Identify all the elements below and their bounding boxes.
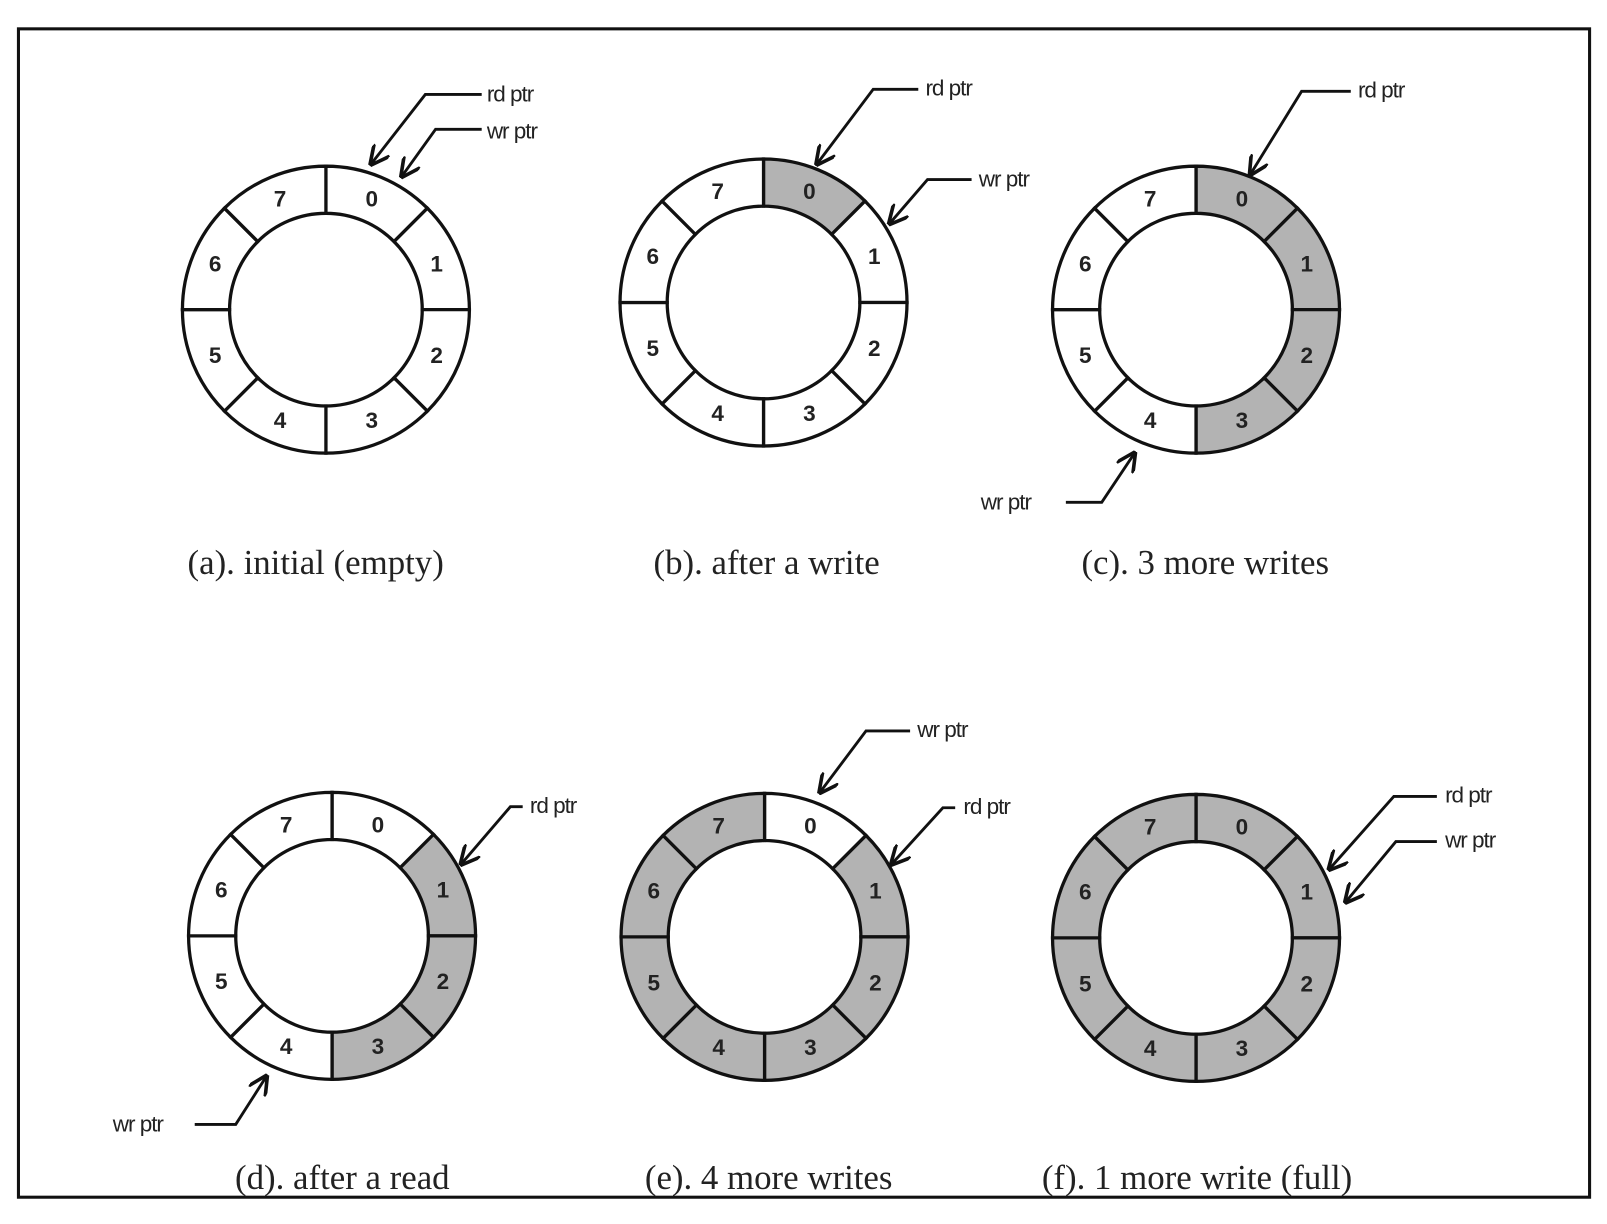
slot-index-label: 3	[1236, 1036, 1249, 1061]
slot-index-label: 4	[274, 408, 287, 433]
slot-index-label: 5	[648, 970, 661, 995]
slot-index-label: 0	[803, 179, 816, 204]
slot-index-label: 3	[804, 1035, 817, 1060]
slot-index-label: 5	[1079, 343, 1092, 368]
slot-index-label: 0	[1236, 186, 1249, 211]
read-pointer-label: rd ptr	[487, 82, 535, 107]
panel-caption: (e). 4 more writes	[645, 1158, 893, 1197]
slot-index-label: 7	[274, 186, 287, 211]
read-pointer-arrow-icon	[461, 805, 523, 864]
write-pointer-arrow-icon	[194, 1076, 267, 1126]
slot-index-label: 3	[803, 401, 816, 426]
panel-caption: (a). initial (empty)	[188, 543, 444, 582]
buffer-slot-7-filled	[1092, 792, 1198, 873]
panel-e: 0 1 2 3 4 5 6 7 wr ptr rd ptr (e). 4 more writes	[619, 717, 1012, 1197]
slot-index-label: 7	[1144, 815, 1157, 840]
slot-index-label: 6	[646, 244, 659, 269]
slot-index-label: 2	[430, 343, 443, 368]
buffer-slot-7-empty	[1092, 164, 1198, 244]
slot-index-label: 1	[437, 877, 450, 902]
slot-index-label: 4	[280, 1034, 293, 1059]
slot-index-label: 5	[1079, 971, 1092, 996]
write-pointer-arrow-icon	[820, 729, 911, 792]
write-pointer-arrow-icon	[1346, 840, 1437, 902]
slot-index-label: 7	[1144, 186, 1157, 211]
panel-c: 0 1 2 3 4 5 6 7 rd ptr wr ptr (c). 3 more writes	[980, 78, 1407, 583]
write-pointer-label: wr ptr	[1444, 828, 1497, 853]
slot-index-label: 1	[868, 244, 881, 269]
read-pointer-arrow-icon	[1329, 795, 1437, 869]
slot-index-label: 2	[869, 970, 882, 995]
slot-index-label: 3	[372, 1034, 385, 1059]
slot-index-label: 0	[1236, 815, 1249, 840]
read-pointer-label: rd ptr	[963, 794, 1011, 819]
slot-index-label: 3	[1236, 408, 1249, 433]
buffer-slot-7-empty	[222, 164, 328, 244]
panel-b: 0 1 2 3 4 5 6 7 rd ptr wr ptr (b). after a write	[618, 75, 1031, 582]
slot-index-label: 5	[209, 343, 222, 368]
slot-index-label: 2	[1301, 343, 1314, 368]
slot-index-label: 4	[1144, 1036, 1157, 1061]
slot-index-label: 6	[209, 251, 222, 276]
buffer-slot-7-empty	[228, 790, 334, 871]
slot-index-label: 0	[804, 814, 817, 839]
slot-index-label: 5	[646, 336, 659, 361]
write-pointer-label: wr ptr	[486, 119, 539, 144]
read-pointer-label: rd ptr	[530, 793, 578, 818]
read-pointer-label: rd ptr	[1445, 783, 1493, 808]
slot-index-label: 7	[712, 814, 725, 839]
write-pointer-label: wr ptr	[980, 490, 1033, 515]
panel-a: 0 1 2 3 4 5 6 7 rd ptr wr ptr (a). initial (empty)	[180, 82, 540, 582]
read-pointer-label: rd ptr	[1358, 78, 1406, 103]
slot-index-label: 4	[711, 401, 724, 426]
slot-index-label: 1	[869, 878, 882, 903]
slot-index-label: 4	[712, 1035, 725, 1060]
panel-caption: (c). 3 more writes	[1081, 543, 1329, 582]
panel-caption: (d). after a read	[235, 1158, 450, 1197]
slot-index-label: 0	[366, 186, 379, 211]
read-pointer-label: rd ptr	[925, 75, 973, 100]
read-pointer-arrow-icon	[892, 806, 956, 864]
slot-index-label: 3	[366, 408, 379, 433]
panel-caption: (f). 1 more write (full)	[1042, 1158, 1352, 1197]
slot-index-label: 1	[1301, 880, 1314, 905]
slot-index-label: 6	[648, 878, 661, 903]
figure-frame	[16, 27, 1592, 1199]
write-pointer-label: wr ptr	[916, 717, 969, 742]
write-pointer-arrow-icon	[402, 127, 482, 176]
slot-index-label: 0	[372, 813, 385, 838]
slot-index-label: 6	[1079, 251, 1092, 276]
write-pointer-arrow-icon	[890, 178, 972, 224]
read-pointer-arrow-icon	[1250, 89, 1351, 174]
slot-index-label: 7	[280, 813, 293, 838]
buffer-slot-7-filled	[660, 791, 767, 872]
slot-index-label: 6	[215, 877, 228, 902]
write-pointer-label: wr ptr	[112, 1112, 165, 1137]
slot-index-label: 2	[868, 336, 881, 361]
read-pointer-arrow-icon	[817, 87, 919, 164]
slot-index-label: 2	[1301, 971, 1314, 996]
slot-index-label: 6	[1079, 880, 1092, 905]
slot-index-label: 2	[437, 969, 450, 994]
buffer-slot-7-empty	[659, 157, 766, 237]
slot-index-label: 7	[711, 179, 724, 204]
write-pointer-arrow-icon	[1065, 453, 1135, 504]
slot-index-label: 1	[1301, 251, 1314, 276]
slot-index-label: 1	[430, 251, 443, 276]
panel-caption: (b). after a write	[653, 543, 879, 582]
read-pointer-arrow-icon	[371, 93, 482, 164]
write-pointer-label: wr ptr	[978, 167, 1031, 192]
panel-d: 0 1 2 3 4 5 6 7 rd ptr wr ptr (d). after a read	[112, 790, 579, 1197]
slot-index-label: 4	[1144, 408, 1157, 433]
slot-index-label: 5	[215, 969, 228, 994]
panel-f: 0 1 2 3 4 5 6 7 rd ptr wr ptr (f). 1 more write (f…	[1042, 783, 1498, 1197]
